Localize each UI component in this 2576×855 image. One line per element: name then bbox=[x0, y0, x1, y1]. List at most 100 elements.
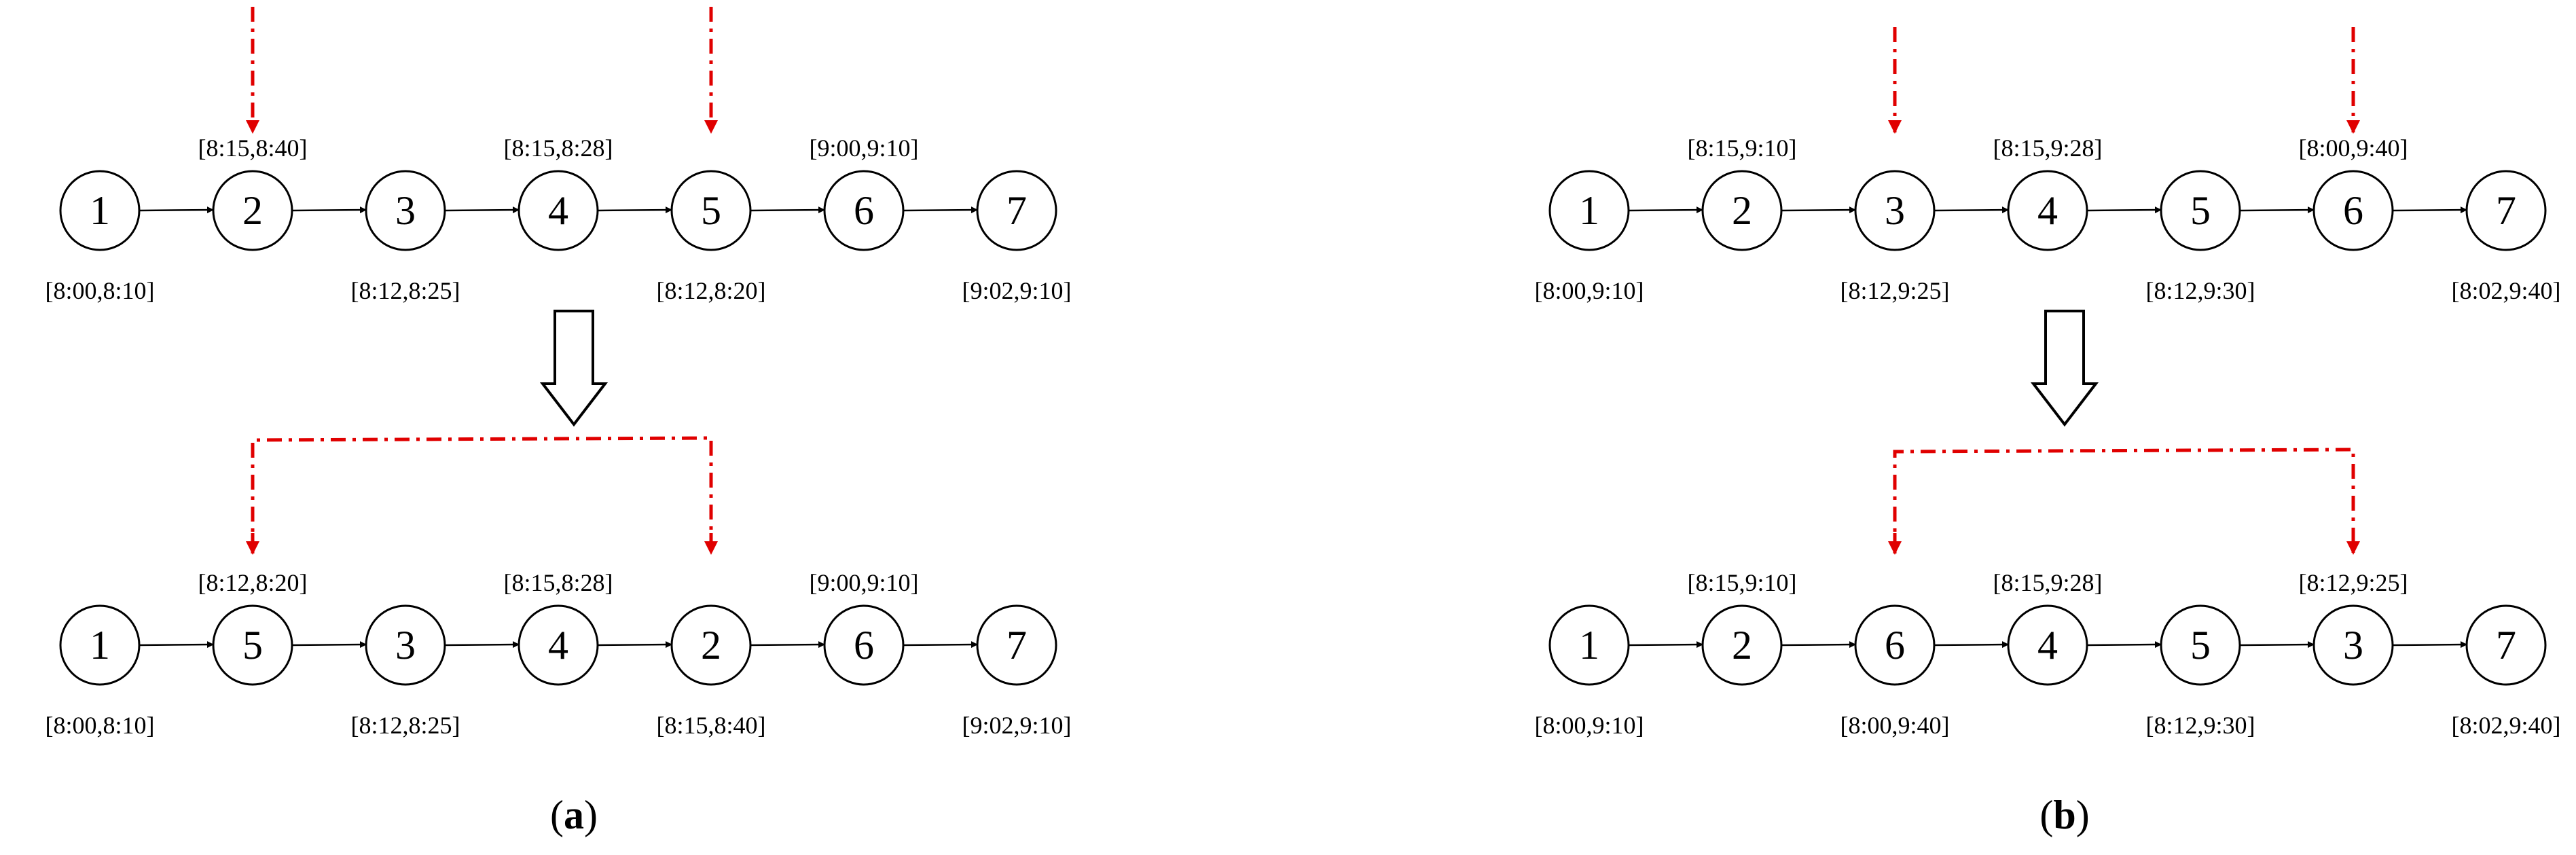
customer-node: 1 bbox=[59, 170, 141, 251]
customer-node: 2 bbox=[670, 604, 752, 686]
transform-arrow bbox=[539, 310, 609, 427]
time-window-label: [8:00,9:10] bbox=[1535, 277, 1644, 304]
customer-node: 7 bbox=[976, 604, 1057, 686]
route-edge bbox=[291, 641, 367, 649]
node-circle bbox=[1854, 170, 1936, 251]
node-label: 3 bbox=[1885, 188, 1905, 233]
node-label: 5 bbox=[2190, 188, 2211, 233]
node-circle bbox=[1854, 604, 1936, 686]
route-edge bbox=[2392, 641, 2467, 649]
node-circle bbox=[2160, 170, 2241, 251]
route-edge bbox=[903, 206, 978, 214]
node-label: 4 bbox=[548, 188, 568, 233]
route-edge bbox=[2086, 206, 2162, 214]
swap-bracket bbox=[251, 436, 713, 553]
customer-node: 6 bbox=[1854, 604, 1936, 686]
route-edge bbox=[750, 641, 825, 649]
node-label: 1 bbox=[1579, 623, 1599, 668]
node-label: 3 bbox=[395, 623, 416, 668]
node-label: 5 bbox=[701, 188, 721, 233]
customer-node: 4 bbox=[518, 604, 599, 686]
customer-node: 4 bbox=[2007, 170, 2088, 251]
time-window-label: [8:15,8:28] bbox=[504, 134, 613, 162]
customer-node: 2 bbox=[1701, 604, 1783, 686]
customer-node: 2 bbox=[1701, 170, 1783, 251]
time-window-label: [8:00,9:10] bbox=[1535, 712, 1644, 739]
node-label: 2 bbox=[1732, 188, 1752, 233]
node-circle bbox=[823, 170, 905, 251]
node-circle bbox=[2465, 170, 2547, 251]
time-window-label: [8:12,9:25] bbox=[2299, 569, 2408, 596]
time-window-label: [8:12,8:25] bbox=[351, 712, 460, 739]
time-window-label: [8:02,9:40] bbox=[2452, 277, 2561, 304]
time-window-label: [8:15,8:40] bbox=[657, 712, 766, 739]
customer-node: 1 bbox=[1548, 604, 1630, 686]
customer-node: 7 bbox=[976, 170, 1057, 251]
time-window-label: [8:15,8:40] bbox=[198, 134, 308, 162]
time-window-label: [8:00,9:40] bbox=[1840, 712, 1950, 739]
customer-node: 5 bbox=[670, 170, 752, 251]
customer-node: 3 bbox=[365, 170, 446, 251]
route-edge bbox=[291, 206, 367, 214]
node-circle bbox=[976, 604, 1057, 686]
customer-node: 2 bbox=[212, 170, 293, 251]
node-label: 2 bbox=[242, 188, 263, 233]
customer-node: 5 bbox=[212, 604, 293, 686]
customer-node: 1 bbox=[59, 604, 141, 686]
time-window-label: [8:00,9:40] bbox=[2299, 134, 2408, 162]
node-label: 1 bbox=[1579, 188, 1599, 233]
route-edge bbox=[1781, 641, 1856, 649]
customer-node: 4 bbox=[2007, 604, 2088, 686]
route-edge bbox=[444, 641, 520, 649]
panel-label: (b) bbox=[2039, 793, 2089, 837]
customer-node: 7 bbox=[2465, 604, 2547, 686]
route-edge bbox=[444, 206, 520, 214]
route-edge bbox=[1781, 206, 1856, 214]
node-label: 7 bbox=[1006, 623, 1027, 668]
customer-node: 6 bbox=[823, 604, 905, 686]
route-edge bbox=[1934, 641, 2009, 649]
time-window-label: [8:15,9:28] bbox=[1993, 134, 2103, 162]
node-circle bbox=[2465, 604, 2547, 686]
node-circle bbox=[2312, 170, 2394, 251]
customer-node: 3 bbox=[2312, 604, 2394, 686]
node-circle bbox=[2312, 604, 2394, 686]
panel-label-open: ( bbox=[550, 793, 564, 837]
customer-node: 3 bbox=[365, 604, 446, 686]
node-circle bbox=[1548, 604, 1630, 686]
node-label: 2 bbox=[701, 623, 721, 668]
time-window-label: [8:12,9:30] bbox=[2146, 712, 2255, 739]
node-label: 6 bbox=[854, 623, 874, 668]
time-window-label: [8:15,9:10] bbox=[1688, 569, 1797, 596]
time-window-label: [8:00,8:10] bbox=[46, 277, 155, 304]
node-circle bbox=[518, 170, 599, 251]
time-window-label: [8:12,9:30] bbox=[2146, 277, 2255, 304]
route-edge bbox=[2239, 206, 2315, 214]
node-circle bbox=[2007, 604, 2088, 686]
time-window-label: [9:00,9:10] bbox=[810, 569, 919, 596]
node-label: 7 bbox=[2496, 188, 2516, 233]
customer-node: 6 bbox=[2312, 170, 2394, 251]
panel-label-close: ) bbox=[584, 793, 598, 837]
customer-node: 6 bbox=[823, 170, 905, 251]
route-edge bbox=[750, 206, 825, 214]
node-label: 4 bbox=[2037, 188, 2058, 233]
customer-node: 3 bbox=[1854, 170, 1936, 251]
node-label: 1 bbox=[90, 188, 110, 233]
customer-node: 5 bbox=[2160, 170, 2241, 251]
route-edge bbox=[1628, 206, 1703, 214]
time-window-label: [8:12,8:20] bbox=[198, 569, 308, 596]
node-label: 4 bbox=[548, 623, 568, 668]
route-edge bbox=[2392, 206, 2467, 214]
time-window-label: [9:02,9:10] bbox=[962, 277, 1072, 304]
node-circle bbox=[823, 604, 905, 686]
node-circle bbox=[59, 170, 141, 251]
node-circle bbox=[365, 170, 446, 251]
